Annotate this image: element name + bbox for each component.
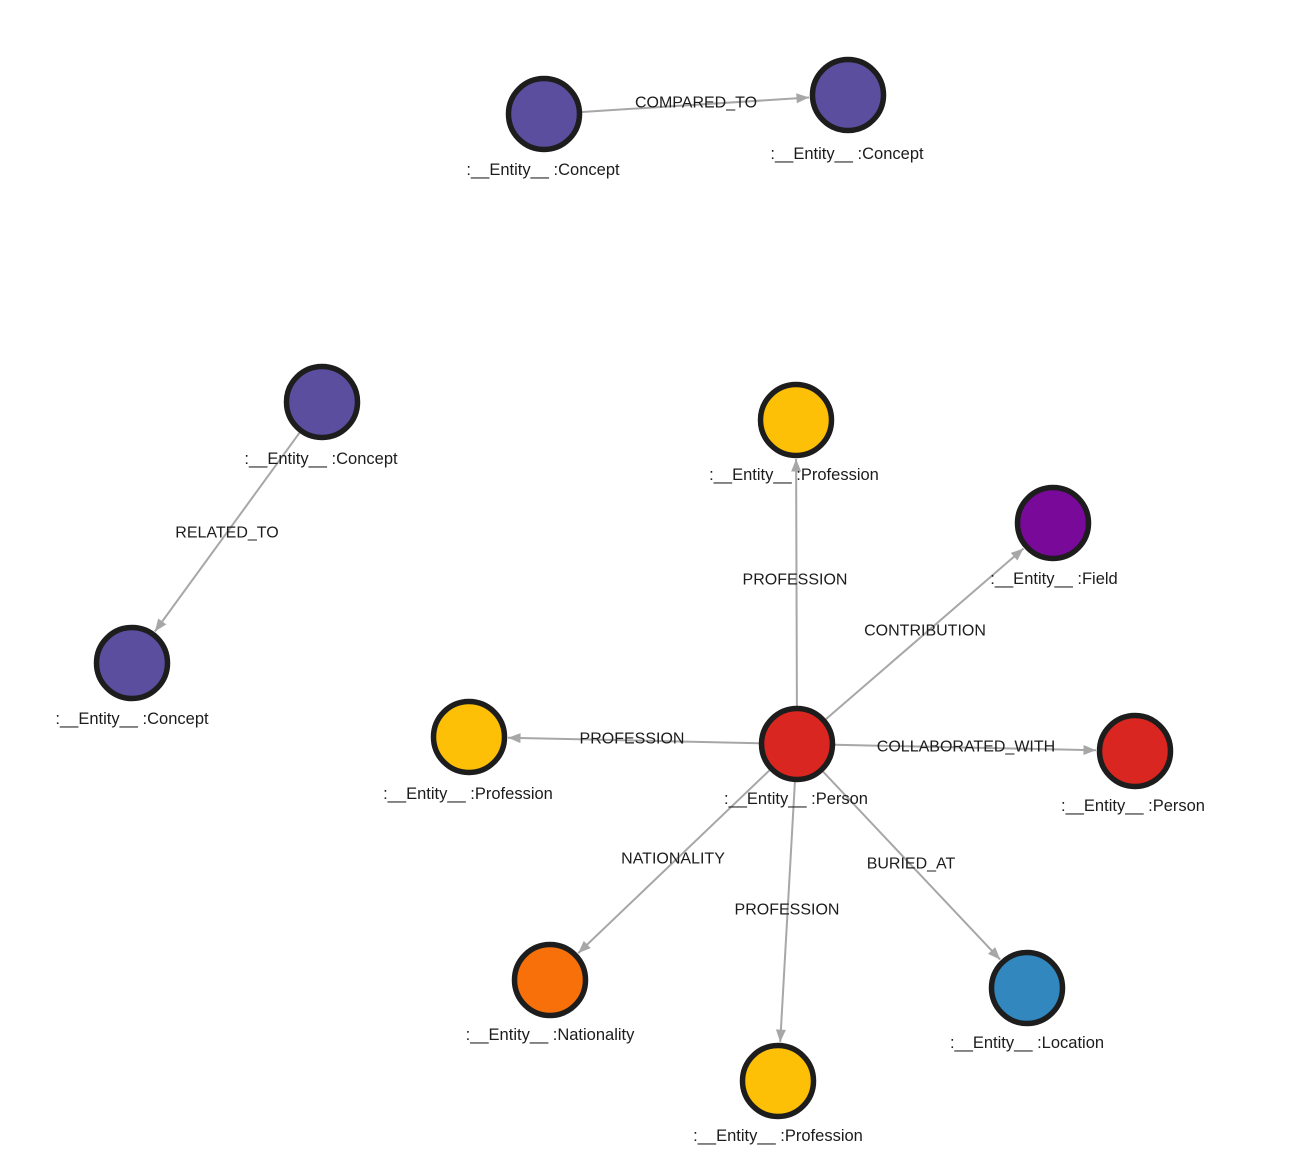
edge-nationality: NATIONALITY xyxy=(577,769,771,954)
node-profession-left-circle[interactable] xyxy=(430,698,508,776)
edge-profession-left: PROFESSION xyxy=(507,731,760,748)
edge-buried-at: BURIED_AT xyxy=(822,771,1001,961)
node-location-circle[interactable] xyxy=(988,949,1066,1027)
node-field-label: :__Entity__ :Field xyxy=(990,570,1118,588)
node-concept-mid-left: :__Entity__ :Concept xyxy=(244,363,398,468)
node-nationality-label: :__Entity__ :Nationality xyxy=(466,1026,636,1044)
edge-collaborated-with: COLLABORATED_WITH xyxy=(834,739,1097,756)
node-person-center: :__Entity__ :Person xyxy=(724,705,868,808)
edge-contribution-label: CONTRIBUTION xyxy=(864,623,986,640)
node-profession-left: :__Entity__ :Profession xyxy=(383,698,553,803)
edge-profession-left-label: PROFESSION xyxy=(580,731,685,748)
node-profession-bottom-circle[interactable] xyxy=(739,1042,817,1120)
node-location-label: :__Entity__ :Location xyxy=(950,1034,1104,1052)
edge-profession-top-label: PROFESSION xyxy=(743,572,848,589)
edge-collaborated-with-label: COLLABORATED_WITH xyxy=(877,739,1055,756)
node-field-circle[interactable] xyxy=(1014,484,1092,562)
node-concept-top-left-circle[interactable] xyxy=(505,75,583,153)
edge-related-to-line[interactable] xyxy=(154,432,301,633)
node-profession-top-circle[interactable] xyxy=(757,381,835,459)
edge-contribution-line[interactable] xyxy=(825,547,1025,720)
node-concept-lower-left-circle[interactable] xyxy=(93,624,171,702)
node-nationality-circle[interactable] xyxy=(511,941,589,1019)
edge-nationality-line[interactable] xyxy=(577,769,771,954)
edge-profession-bottom-label: PROFESSION xyxy=(735,902,840,919)
node-concept-top-right: :__Entity__ :Concept xyxy=(770,56,924,163)
node-profession-left-label: :__Entity__ :Profession xyxy=(383,785,553,803)
node-profession-top-label: :__Entity__ :Profession xyxy=(709,466,879,484)
edge-profession-top-line[interactable] xyxy=(791,458,802,707)
edge-nationality-label: NATIONALITY xyxy=(621,851,725,868)
node-field: :__Entity__ :Field xyxy=(990,484,1118,588)
edge-compared-to-line[interactable] xyxy=(581,93,810,113)
node-profession-top: :__Entity__ :Profession xyxy=(709,381,879,484)
edge-profession-bottom: PROFESSION xyxy=(735,781,840,1043)
node-concept-top-right-label: :__Entity__ :Concept xyxy=(770,145,924,163)
node-person-right: :__Entity__ :Person xyxy=(1061,712,1205,815)
edge-related-to-label: RELATED_TO xyxy=(175,525,278,542)
node-person-right-label: :__Entity__ :Person xyxy=(1061,797,1205,815)
node-concept-top-left: :__Entity__ :Concept xyxy=(466,75,620,179)
edge-profession-left-line[interactable] xyxy=(507,733,760,745)
node-concept-mid-left-label: :__Entity__ :Concept xyxy=(244,450,398,468)
node-concept-mid-left-circle[interactable] xyxy=(283,363,361,441)
edge-buried-at-line[interactable] xyxy=(822,771,1001,961)
edge-related-to: RELATED_TO xyxy=(154,432,301,633)
node-location: :__Entity__ :Location xyxy=(950,949,1104,1052)
edge-compared-to-label: COMPARED_TO xyxy=(635,95,757,112)
node-concept-top-right-circle[interactable] xyxy=(809,56,887,134)
node-person-right-circle[interactable] xyxy=(1096,712,1174,790)
edge-profession-top: PROFESSION xyxy=(743,458,848,707)
edge-contribution: CONTRIBUTION xyxy=(825,547,1025,720)
edge-buried-at-label: BURIED_AT xyxy=(867,856,956,873)
node-nationality: :__Entity__ :Nationality xyxy=(466,941,636,1044)
node-concept-top-left-label: :__Entity__ :Concept xyxy=(466,161,620,179)
node-profession-bottom-label: :__Entity__ :Profession xyxy=(693,1127,863,1145)
node-concept-lower-left-label: :__Entity__ :Concept xyxy=(55,710,209,728)
node-layer: :__Entity__ :Concept :__Entity__ :Concep… xyxy=(55,56,1205,1145)
edge-collaborated-with-line[interactable] xyxy=(834,743,1097,755)
edge-compared-to: COMPARED_TO xyxy=(581,93,810,113)
node-person-center-circle[interactable] xyxy=(758,705,836,783)
edge-layer: COMPARED_TO RELATED_TO PROFESSION CONTRI… xyxy=(154,93,1097,1043)
node-person-center-label: :__Entity__ :Person xyxy=(724,790,868,808)
node-concept-lower-left: :__Entity__ :Concept xyxy=(55,624,209,728)
node-profession-bottom: :__Entity__ :Profession xyxy=(693,1042,863,1145)
edge-profession-bottom-line[interactable] xyxy=(775,781,796,1043)
